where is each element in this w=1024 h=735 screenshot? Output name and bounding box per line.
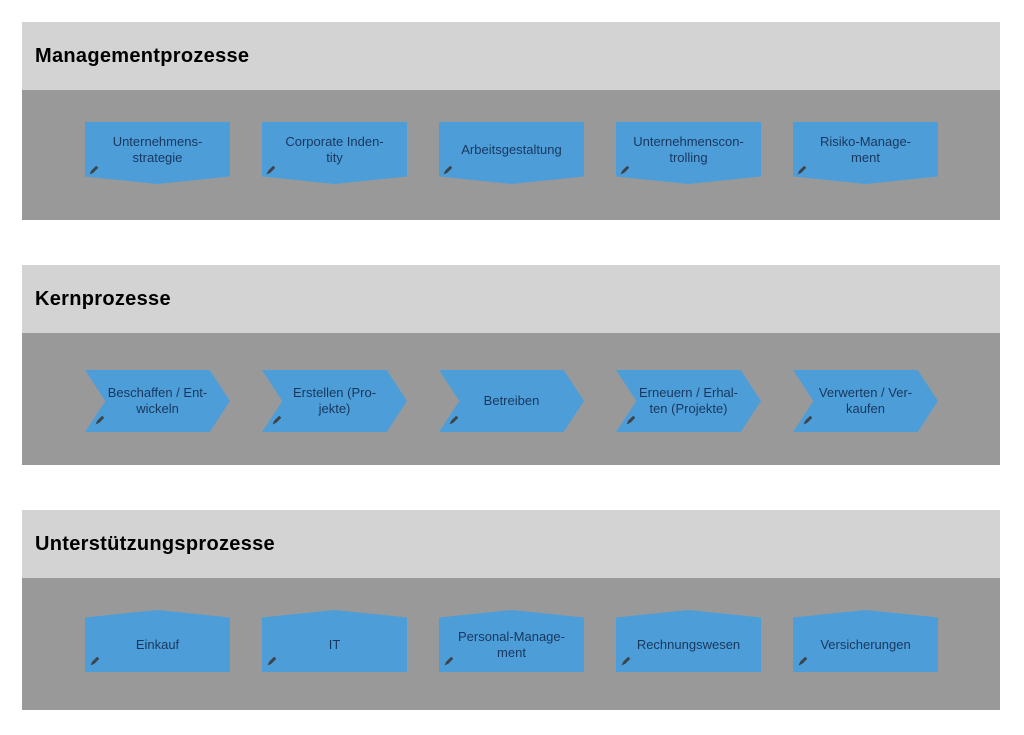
pencil-icon[interactable] xyxy=(442,652,458,668)
shape-background xyxy=(262,370,407,432)
shape-corporate-identity[interactable]: Corporate Inden- tity xyxy=(262,122,407,184)
shape-background xyxy=(439,610,584,672)
shape-background xyxy=(262,122,407,184)
shape-rechnungswesen[interactable]: Rechnungswesen xyxy=(616,610,761,672)
process-label: Personal-Manage- ment xyxy=(458,628,565,660)
shape-background xyxy=(616,370,761,432)
pencil-icon[interactable] xyxy=(624,411,640,427)
process-label: Betreiben xyxy=(483,393,540,409)
shape-background xyxy=(616,610,761,672)
section-body: Beschaffen / Ent- wickeln Erstellen (Pro… xyxy=(22,333,1000,465)
process-label: Versicherungen xyxy=(820,636,911,652)
shape-unternehmensstrategie[interactable]: Unternehmens- strategie xyxy=(85,122,230,184)
process-label: Erneuern / Erhal- ten (Projekte) xyxy=(639,385,738,416)
section-header: Managementprozesse xyxy=(22,22,1000,90)
pencil-icon[interactable] xyxy=(796,652,812,668)
shape-erstellen-projekte[interactable]: Erstellen (Pro- jekte) xyxy=(262,370,407,432)
process-label: Arbeitsgestaltung xyxy=(461,141,562,157)
pencil-icon[interactable] xyxy=(447,411,463,427)
process-label: Verwerten / Ver- kaufen xyxy=(818,385,913,416)
shape-background xyxy=(793,370,938,432)
section-title: Unterstützungsprozesse xyxy=(35,532,275,555)
shape-arbeitsgestaltung[interactable]: Arbeitsgestaltung xyxy=(439,122,584,184)
shape-background xyxy=(793,122,938,184)
shape-personal-management[interactable]: Personal-Manage- ment xyxy=(439,610,584,672)
pencil-icon[interactable] xyxy=(441,161,457,177)
pencil-icon[interactable] xyxy=(93,411,109,427)
section-title: Managementprozesse xyxy=(35,44,250,67)
section-unterstuetzungsprozesse: Unterstützungsprozesse Einkauf IT Person… xyxy=(22,510,1000,710)
shape-background xyxy=(439,122,584,184)
pencil-icon[interactable] xyxy=(264,161,280,177)
section-managementprozesse: Managementprozesse Unternehmens- strateg… xyxy=(22,22,1000,220)
process-label: Rechnungswesen xyxy=(636,636,741,652)
process-label: Risiko-Manage- ment xyxy=(819,133,912,165)
shape-background xyxy=(439,370,584,432)
pencil-icon[interactable] xyxy=(270,411,286,427)
shape-background xyxy=(793,610,938,672)
shape-unternehmenscontrolling[interactable]: Unternehmenscon- trolling xyxy=(616,122,761,184)
process-label: Corporate Inden- tity xyxy=(285,133,384,165)
shape-it[interactable]: IT xyxy=(262,610,407,672)
section-body: Einkauf IT Personal-Manage- ment Rechnun… xyxy=(22,578,1000,710)
pencil-icon[interactable] xyxy=(795,161,811,177)
process-label: IT xyxy=(328,636,341,652)
shape-einkauf[interactable]: Einkauf xyxy=(85,610,230,672)
section-body: Unternehmens- strategie Corporate Inden-… xyxy=(22,90,1000,220)
shape-betreiben[interactable]: Betreiben xyxy=(439,370,584,432)
shape-background xyxy=(262,610,407,672)
shape-background xyxy=(616,122,761,184)
shape-versicherungen[interactable]: Versicherungen xyxy=(793,610,938,672)
pencil-icon[interactable] xyxy=(87,161,103,177)
process-label: Unternehmens- strategie xyxy=(112,133,203,165)
process-label: Unternehmenscon- trolling xyxy=(633,133,744,165)
shape-risiko-management[interactable]: Risiko-Manage- ment xyxy=(793,122,938,184)
shape-background xyxy=(85,370,230,432)
pencil-icon[interactable] xyxy=(618,161,634,177)
pencil-icon[interactable] xyxy=(265,652,281,668)
section-title: Kernprozesse xyxy=(35,287,171,310)
section-kernprozesse: Kernprozesse Beschaffen / Ent- wickeln E… xyxy=(22,265,1000,465)
shape-background xyxy=(85,610,230,672)
pencil-icon[interactable] xyxy=(88,652,104,668)
shape-verwerten-verkaufen[interactable]: Verwerten / Ver- kaufen xyxy=(793,370,938,432)
process-label: Beschaffen / Ent- wickeln xyxy=(107,385,208,416)
shape-beschaffen-entwickeln[interactable]: Beschaffen / Ent- wickeln xyxy=(85,370,230,432)
pencil-icon[interactable] xyxy=(801,411,817,427)
shape-erneuern-erhalten[interactable]: Erneuern / Erhal- ten (Projekte) xyxy=(616,370,761,432)
section-header: Unterstützungsprozesse xyxy=(22,510,1000,578)
section-header: Kernprozesse xyxy=(22,265,1000,333)
process-label: Einkauf xyxy=(135,636,180,652)
shape-background xyxy=(85,122,230,184)
pencil-icon[interactable] xyxy=(619,652,635,668)
process-label: Erstellen (Pro- jekte) xyxy=(292,385,377,416)
